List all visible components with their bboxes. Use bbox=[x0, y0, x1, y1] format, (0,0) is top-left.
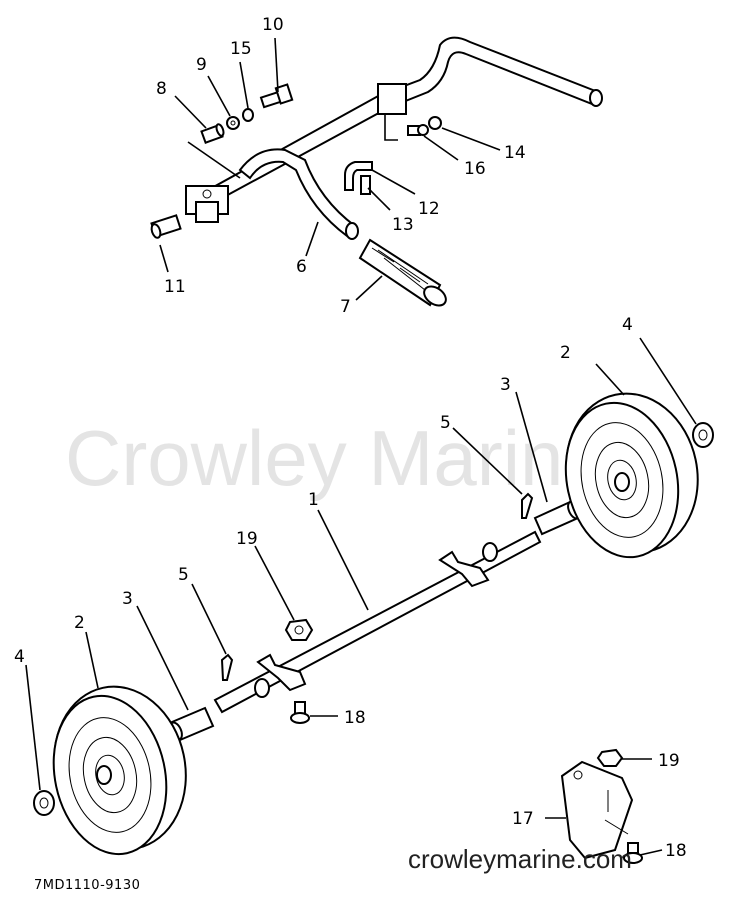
part-8-collar bbox=[200, 123, 225, 144]
callout-17: 17 bbox=[512, 809, 534, 829]
callout-6: 6 bbox=[296, 257, 307, 277]
callout-5-right: 5 bbox=[440, 413, 451, 433]
handle-assembly bbox=[185, 36, 603, 240]
part-1-axle bbox=[213, 530, 542, 714]
axle-bracket-right bbox=[438, 550, 490, 588]
part-7-grip bbox=[358, 238, 447, 307]
handle-clamp-left bbox=[185, 185, 229, 215]
part-11-sleeve bbox=[150, 214, 182, 239]
callout-11: 11 bbox=[164, 277, 186, 297]
callout-13: 13 bbox=[392, 215, 414, 235]
part-19-nut-axle bbox=[284, 618, 314, 641]
part-14-washer bbox=[428, 116, 442, 130]
handle-end-right bbox=[589, 89, 603, 107]
part-5-cotter-left bbox=[220, 653, 234, 681]
part-2-wheel-right bbox=[564, 392, 699, 559]
diagram-code: 7MD1110-9130 bbox=[34, 878, 140, 893]
callout-3-left: 3 bbox=[122, 589, 133, 609]
callout-8: 8 bbox=[156, 79, 167, 99]
watermark-text: Crowley Marine bbox=[65, 414, 607, 502]
clamp-hole bbox=[202, 189, 212, 199]
callout-7: 7 bbox=[340, 297, 351, 317]
callout-19-axle: 19 bbox=[236, 529, 258, 549]
callout-18-axle: 18 bbox=[344, 708, 366, 728]
callout-10: 10 bbox=[262, 15, 284, 35]
part-17-bracket bbox=[560, 760, 634, 860]
callout-12: 12 bbox=[418, 199, 440, 219]
handle-clamp-right bbox=[377, 83, 407, 115]
part-13-pin bbox=[360, 175, 371, 195]
part-4-cap-right bbox=[692, 422, 714, 448]
callout-18-bracket: 18 bbox=[665, 841, 687, 861]
handle-end-6 bbox=[345, 222, 359, 240]
handle-bar bbox=[188, 36, 600, 212]
callout-2-left: 2 bbox=[74, 613, 85, 633]
leader-lines bbox=[25, 37, 697, 856]
callout-4-right: 4 bbox=[622, 315, 633, 335]
callout-15: 15 bbox=[230, 39, 252, 59]
callout-2-right: 2 bbox=[560, 343, 571, 363]
part-19-nut-bracket bbox=[596, 748, 624, 767]
part-2-wheel-left bbox=[52, 685, 187, 856]
callout-4-left: 4 bbox=[14, 647, 25, 667]
watermark-url: crowleymarine.com bbox=[408, 844, 632, 874]
axle-collar-left bbox=[254, 678, 270, 698]
callout-5-left: 5 bbox=[178, 565, 189, 585]
handle-lower-branch bbox=[238, 148, 357, 238]
part-5-cotter-right bbox=[521, 492, 534, 519]
axle-bracket-left bbox=[256, 653, 307, 692]
part-18-bolt-bracket bbox=[623, 842, 643, 864]
handle-clamp-block bbox=[195, 201, 219, 223]
callout-3-right: 3 bbox=[500, 375, 511, 395]
axle-collar-right bbox=[482, 542, 498, 562]
callout-14: 14 bbox=[504, 143, 526, 163]
part-9-washer bbox=[226, 116, 240, 130]
callout-19-bracket: 19 bbox=[658, 751, 680, 771]
part-4-cap-left bbox=[33, 790, 55, 816]
part-16-screw bbox=[407, 124, 429, 136]
callout-1: 1 bbox=[308, 490, 319, 510]
callout-9: 9 bbox=[196, 55, 207, 75]
part-15-lockwasher bbox=[242, 108, 254, 122]
clamp-right-tab bbox=[384, 114, 398, 141]
part-18-bolt-axle bbox=[290, 701, 310, 724]
callout-16: 16 bbox=[464, 159, 486, 179]
part-10-bolt bbox=[259, 83, 294, 109]
